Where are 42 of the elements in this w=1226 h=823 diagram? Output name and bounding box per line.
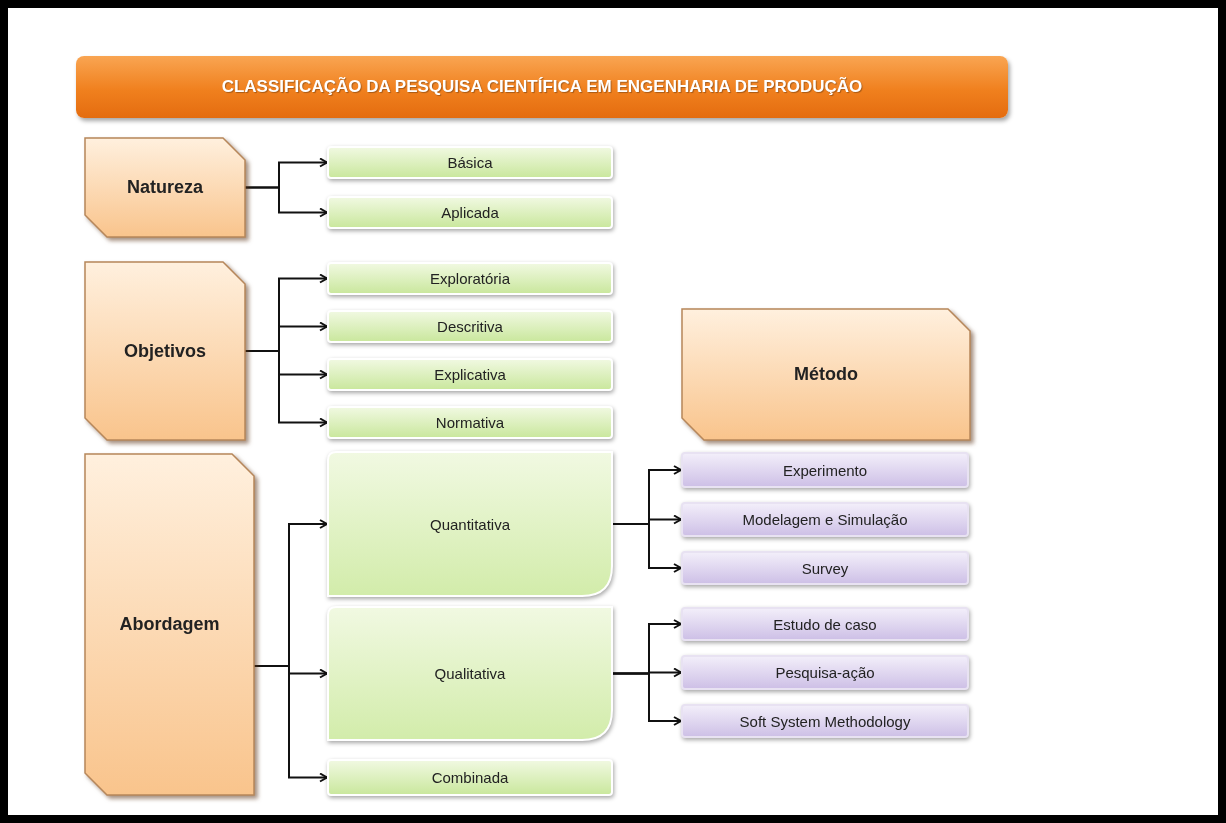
box-label: Modelagem e Simulação: [742, 511, 908, 528]
box-label: Combinada: [431, 769, 509, 786]
method-box: [682, 552, 968, 584]
option-box: [328, 760, 612, 795]
box-label: Descritiva: [437, 318, 503, 335]
method-box: [682, 453, 968, 487]
box-label: Estudo de caso: [773, 615, 877, 633]
box-label: Método: [794, 364, 858, 385]
option-box: [328, 407, 612, 438]
approach-box: [328, 452, 612, 596]
box-label: Aplicada: [441, 204, 499, 221]
arrow: [253, 665, 328, 783]
method-box: [682, 656, 968, 689]
option-box: [328, 311, 612, 342]
category-box: [682, 309, 970, 440]
box-label: Qualitativa: [434, 665, 506, 682]
title-banner: CLASSIFICAÇÃO DA PESQUISA CIENTÍFICA EM ENGENHARIA DE PRODUÇÃO: [76, 56, 1008, 118]
box-label: Experimento: [782, 461, 868, 479]
box-label: Quantitativa: [429, 515, 510, 533]
method-box: [682, 503, 968, 536]
option-box: [328, 197, 612, 228]
box-label: Básica: [447, 154, 493, 171]
box-label: Pesquisa-ação: [775, 664, 875, 681]
box-label: Normativa: [435, 414, 505, 431]
arrow: [611, 523, 682, 573]
box-label: Survey: [801, 559, 849, 577]
category-box: [85, 262, 245, 440]
box-label: Objetivos: [124, 340, 206, 362]
category-box: [85, 454, 254, 795]
box-label: Natureza: [127, 177, 203, 198]
box-label: Explicativa: [434, 366, 506, 383]
arrow: [244, 350, 328, 428]
option-box: [328, 147, 612, 178]
category-box: [85, 138, 245, 237]
box-label: Exploratória: [429, 270, 510, 287]
option-box: [328, 359, 612, 390]
method-box: [682, 608, 968, 640]
method-box: [682, 705, 968, 737]
option-box: [328, 263, 612, 294]
approach-box: [328, 607, 612, 740]
box-label: Soft System Methodology: [739, 712, 911, 730]
box-label: Abordagem: [119, 614, 220, 635]
